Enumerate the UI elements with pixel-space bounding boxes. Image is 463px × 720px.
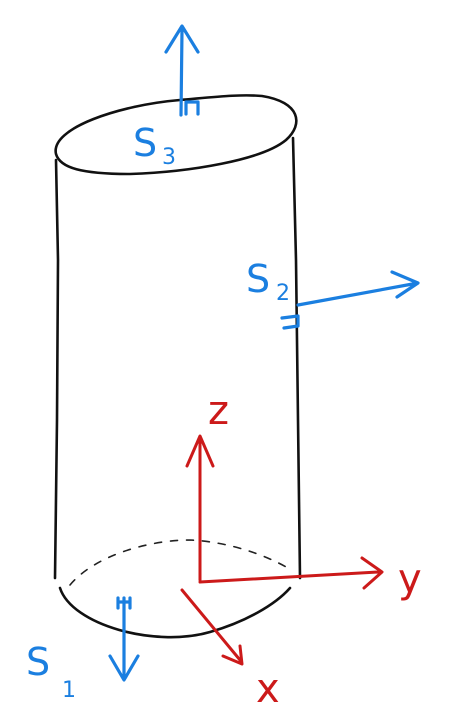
bottom-ellipse-front [58,586,292,639]
y-axis-arrow [198,556,384,590]
normal-s3: S 3 [133,24,200,170]
s3-subscript: 3 [162,145,176,170]
x-axis-arrow [180,588,244,666]
s3-label: S [133,121,157,165]
x-axis-label: x [256,666,280,712]
s2-subscript: 2 [276,281,290,306]
normal-s1-arrow [108,596,140,682]
y-axis-label: y [398,556,422,602]
s1-label: S [26,640,50,684]
top-ellipse [54,94,298,176]
normal-s3-arrow [164,24,200,117]
z-axis-arrow [185,434,215,582]
normal-s1-right-angle-mark [116,596,132,610]
cylinder [53,94,302,639]
s1-subscript: 1 [62,678,76,703]
z-axis-label: z [208,388,229,434]
coordinate-axes: z y x [180,388,422,712]
cylinder-right-wall [291,136,302,580]
normal-s2-arrow [296,270,420,307]
normal-s1: S 1 [26,596,140,703]
s2-label: S [246,257,270,301]
bottom-ellipse-back [69,539,289,586]
cylinder-left-wall [53,158,60,580]
normal-s2: S 2 [246,257,420,330]
normal-s3-right-angle-mark [184,100,200,116]
normal-s2-right-angle-mark [280,314,300,330]
